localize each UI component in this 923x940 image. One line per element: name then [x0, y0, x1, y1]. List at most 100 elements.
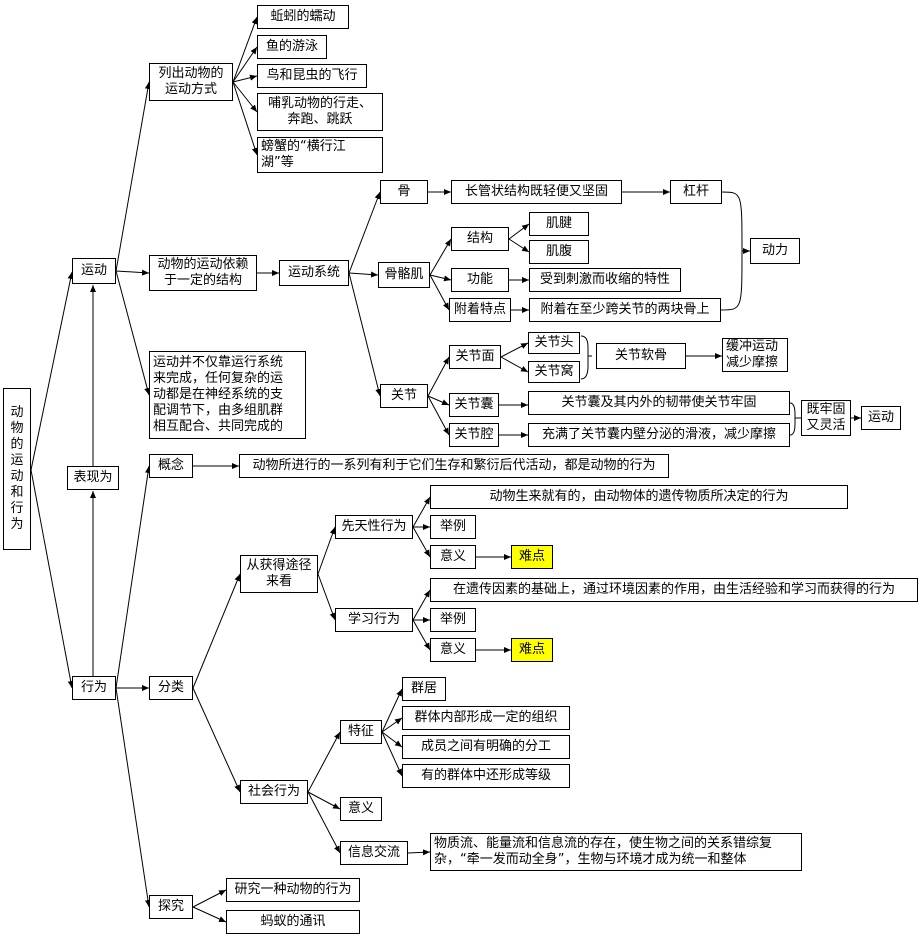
arrow-connector [192, 906, 227, 923]
arrow-connector [307, 791, 341, 810]
joint-socket-node: 关节窝 [528, 361, 580, 383]
method-item: 蚯蚓的蠕动 [257, 5, 349, 29]
power-node: 动力 [750, 238, 800, 264]
arrow-connector [192, 573, 241, 689]
structure-node: 动物的运动依赖 于一定的结构 [149, 255, 257, 291]
arrow-connector [429, 274, 452, 282]
arrow-connector [192, 687, 241, 793]
info-exchange-node: 信息交流 [340, 841, 408, 865]
joint-capsule-node: 关节囊 [449, 393, 499, 417]
arrow-connector [500, 356, 529, 373]
arrow-connector [232, 74, 258, 83]
arrow-connector [412, 526, 431, 558]
feature-item: 有的群体中还形成等级 [402, 764, 570, 788]
joint-motion-node: 运动 [861, 406, 901, 430]
muscle-belly-node: 肌腹 [529, 240, 589, 264]
muscle-attach-desc: 附着在至少跨关节的两块骨上 [529, 298, 721, 322]
arrow-connector [115, 687, 151, 908]
manifest-label: 表现为 [67, 466, 119, 490]
bone-node: 骨 [380, 180, 428, 204]
learned-desc: 在遗传因素的基础上，通过环境因素的作用，由生活经验和学习而获得的行为 [430, 578, 918, 602]
motion-note: 运动并不仅靠运行系统 来完成，任何复杂的运 动都是在神经系统的支 配调节下，由多… [149, 351, 306, 439]
concept-node: 概念 [149, 454, 193, 478]
arrow-connector [192, 889, 227, 908]
arrow-connector [500, 342, 529, 358]
arrow-connector [232, 46, 258, 83]
joint-surface-node: 关节面 [449, 345, 501, 369]
brace-connector [720, 191, 743, 311]
innate-example-node: 举例 [430, 515, 476, 539]
arrow-connector [412, 619, 431, 651]
arrow-connector [317, 573, 336, 621]
arrow-connector [348, 272, 382, 397]
cavity-desc: 充满了关节囊内壁分泌的滑液，减少摩擦 [528, 423, 790, 447]
explore-item: 研究一种动物的行为 [226, 878, 360, 902]
method-item: 鸟和昆虫的飞行 [257, 64, 367, 88]
joint-node: 关节 [380, 384, 428, 408]
innate-meaning-node: 意义 [430, 545, 476, 569]
learned-meaning-node: 意义 [430, 638, 476, 662]
firm-flexible-node: 既牢固 又灵活 [801, 400, 851, 436]
muscle-attach-node: 附着特点 [449, 298, 511, 322]
motion-methods-node: 列出动物的 运动方式 [149, 63, 233, 101]
feature-item: 成员之间有明确的分工 [402, 735, 570, 759]
method-item: 哺乳动物的行走、 奔跑、跳跃 [257, 93, 383, 131]
acquisition-node: 从获得途径 来看 [240, 555, 318, 593]
innate-desc: 动物生来就有的，由动物体的遗传物质所决定的行为 [430, 485, 848, 509]
cartilage-desc: 缓冲运动 减少摩擦 [722, 338, 788, 372]
brace-connector [580, 335, 592, 380]
muscle-structure-node: 结构 [451, 227, 509, 251]
learned-difficulty-badge: 难点 [511, 638, 553, 662]
method-item: 鱼的游泳 [257, 35, 327, 59]
classify-node: 分类 [149, 676, 193, 700]
info-exchange-desc: 物质流、能量流和信息流的存在，使生物之间的关系错综复 杂，“牵一发而动全身”，生… [430, 833, 802, 871]
arrow-connector [381, 717, 403, 733]
motion-system-node: 运动系统 [279, 260, 349, 286]
explore-item: 蚂蚁的通讯 [226, 910, 360, 934]
arrow-connector [348, 271, 379, 278]
lever-node: 杠杆 [670, 180, 722, 204]
arrow-connector [232, 81, 258, 156]
arrow-connector [307, 791, 341, 854]
arrow-connector [427, 395, 450, 406]
arrow-connector [348, 191, 381, 274]
joint-cavity-node: 关节腔 [449, 423, 499, 447]
explore-node: 探究 [149, 895, 193, 919]
arrow-connector [30, 271, 74, 471]
behavior-node: 行为 [72, 676, 116, 700]
arrow-connector [508, 238, 530, 253]
arrow-connector [381, 731, 403, 748]
feature-item: 群居 [402, 677, 446, 701]
arrow-connector [317, 526, 336, 575]
motion-node: 运动 [72, 258, 116, 284]
innate-behavior-node: 先天性行为 [335, 515, 413, 539]
arrow-connector [381, 731, 403, 777]
brace-connector [789, 402, 801, 436]
arrow-connector [407, 849, 431, 856]
arrow-connector [381, 688, 403, 733]
arrow-connector [115, 270, 151, 396]
social-meaning-node: 意义 [340, 797, 382, 821]
cartilage-node: 关节软骨 [596, 343, 686, 369]
muscle-function-node: 功能 [451, 268, 509, 292]
arrow-connector [232, 81, 258, 113]
arrow-connector [115, 269, 150, 276]
social-feature-node: 特征 [340, 720, 382, 744]
muscle-function-desc: 受到刺激而收缩的特性 [529, 268, 681, 292]
arrow-connector [508, 223, 530, 240]
arrow-connector [115, 465, 151, 689]
arrow-connector [115, 81, 151, 272]
method-item: 螃蟹的“横行江 湖”等 [257, 137, 383, 173]
root-topic: 动物 的 运动 和 行 为 [3, 388, 31, 550]
arrow-connector [30, 469, 74, 689]
learned-example-node: 举例 [430, 608, 476, 632]
learned-behavior-node: 学习行为 [335, 608, 413, 632]
feature-item: 群体内部形成一定的组织 [402, 706, 570, 730]
innate-difficulty-badge: 难点 [511, 545, 553, 569]
skeletal-muscle-node: 骨骼肌 [378, 262, 430, 288]
capsule-desc: 关节囊及其内外的韧带使关节牢固 [528, 391, 790, 415]
arrow-connector [427, 395, 450, 436]
arrow-connector [412, 589, 431, 621]
